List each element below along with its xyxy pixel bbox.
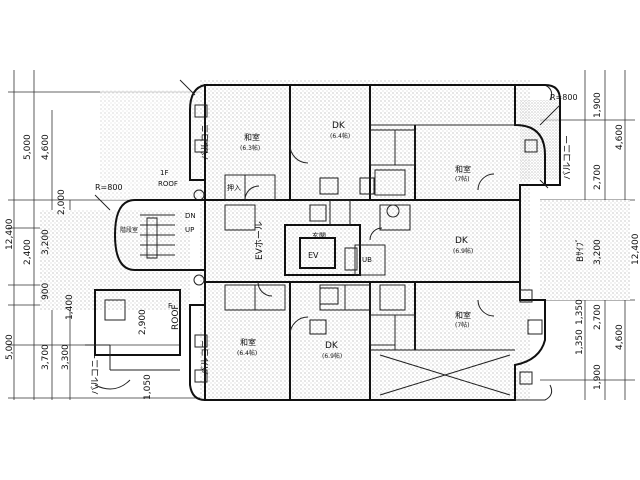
annotations: R=800 R=800 F ROOF EVホール [95,93,578,330]
upper-right-balcony [515,84,561,189]
room-dk-upper: DK [332,121,346,131]
dim-left-6: 900 [41,283,51,300]
roof-lower: ROOF [171,304,181,330]
dim-right-4: 12,400 [631,233,640,265]
dim-right-1: 4,600 [615,124,625,150]
room-dk-upper-size: (6.4帖) [330,132,350,140]
room-washitsu-upper-left: 和室 [244,132,260,142]
lower-left-annex [85,289,181,390]
label-balcony-upper: バルコニー [200,115,211,160]
stipple-areas [40,80,630,400]
room-dk-lower: DK [325,341,339,351]
label-1f: 1F [160,169,168,177]
radius-label-right: R=800 [550,93,578,102]
dim-left-3: 12,400 [5,218,15,250]
room-washitsu-lower-right: 和室 [455,310,471,320]
label-up: UP [185,226,194,234]
room-dk-right: DK [455,236,469,246]
dim-left-9: 3,300 [61,344,71,370]
dim-right-3: 3,200 [593,239,603,265]
dim-left-5: 2,400 [23,239,33,265]
room-washitsu-lower-right-size: (7帖) [455,321,470,329]
room-dk-lower-size: (6.9帖) [322,352,342,360]
dim-left-0: 5,000 [23,134,33,160]
dim-left-7: 5,000 [5,334,15,360]
dim-left-10: 1,050 [143,374,153,400]
dim-right-5: 1,350 [575,299,585,325]
room-stair-hall: 階段室 [120,226,138,234]
room-washitsu-upper-right-size: (7帖) [455,175,470,183]
label-balcony-bottom: バルコニー [90,350,101,395]
room-washitsu-upper-right: 和室 [455,164,471,174]
dim-right-7: 4,600 [615,324,625,350]
room-ev: EV [308,251,319,260]
room-oshiire: 押入 [227,183,241,192]
interior-walls [193,85,543,400]
room-labels: 和室 (6.3帖) DK (6.4帖) 和室 (7帖) DK (6.9帖) 和室… [90,115,586,395]
right-dimension-labels: 1,900 4,600 2,700 3,200 12,400 1,350 2,7… [575,92,640,390]
stair-hall [113,199,206,271]
ev-hall: EVホール [254,221,265,260]
dim-left-2: 2,000 [57,189,67,215]
dim-left-small-1: 2,900 [138,309,148,335]
label-balcony-right: バルコニー [562,135,573,180]
label-roof: ROOF [158,180,178,188]
dim-right-6: 2,700 [593,304,603,330]
room-washitsu-lower-left: 和室 [240,337,256,347]
room-washitsu-upper-left-size: (6.3帖) [240,144,260,152]
label-bs: Bｻｲﾌﾞ [575,238,586,262]
dim-right-9: 1,350 [575,329,585,355]
dim-left-1: 4,600 [41,134,51,160]
dim-right-0: 1,900 [593,92,603,118]
room-washitsu-lower-left-size: (6.4帖) [237,349,257,357]
dim-right-2: 2,700 [593,164,603,190]
room-dk-right-size: (6.9帖) [453,247,473,255]
radius-leaders [94,79,561,211]
floor-tag-lower: F [168,302,172,310]
dim-left-4: 3,200 [41,229,51,255]
radius-label-left: R=800 [95,183,123,192]
label-balcony-lower: バルコニー [200,330,211,375]
room-genkan: 玄関 [312,231,326,240]
dim-left-8: 3,700 [41,344,51,370]
label-dn: DN [185,212,196,220]
left-dimension-labels: 5,000 4,600 2,000 12,400 3,200 2,400 900… [5,134,153,400]
room-ub: UB [362,256,372,264]
dim-left-small-0: 1,400 [65,294,75,320]
dim-right-8: 1,900 [593,364,603,390]
